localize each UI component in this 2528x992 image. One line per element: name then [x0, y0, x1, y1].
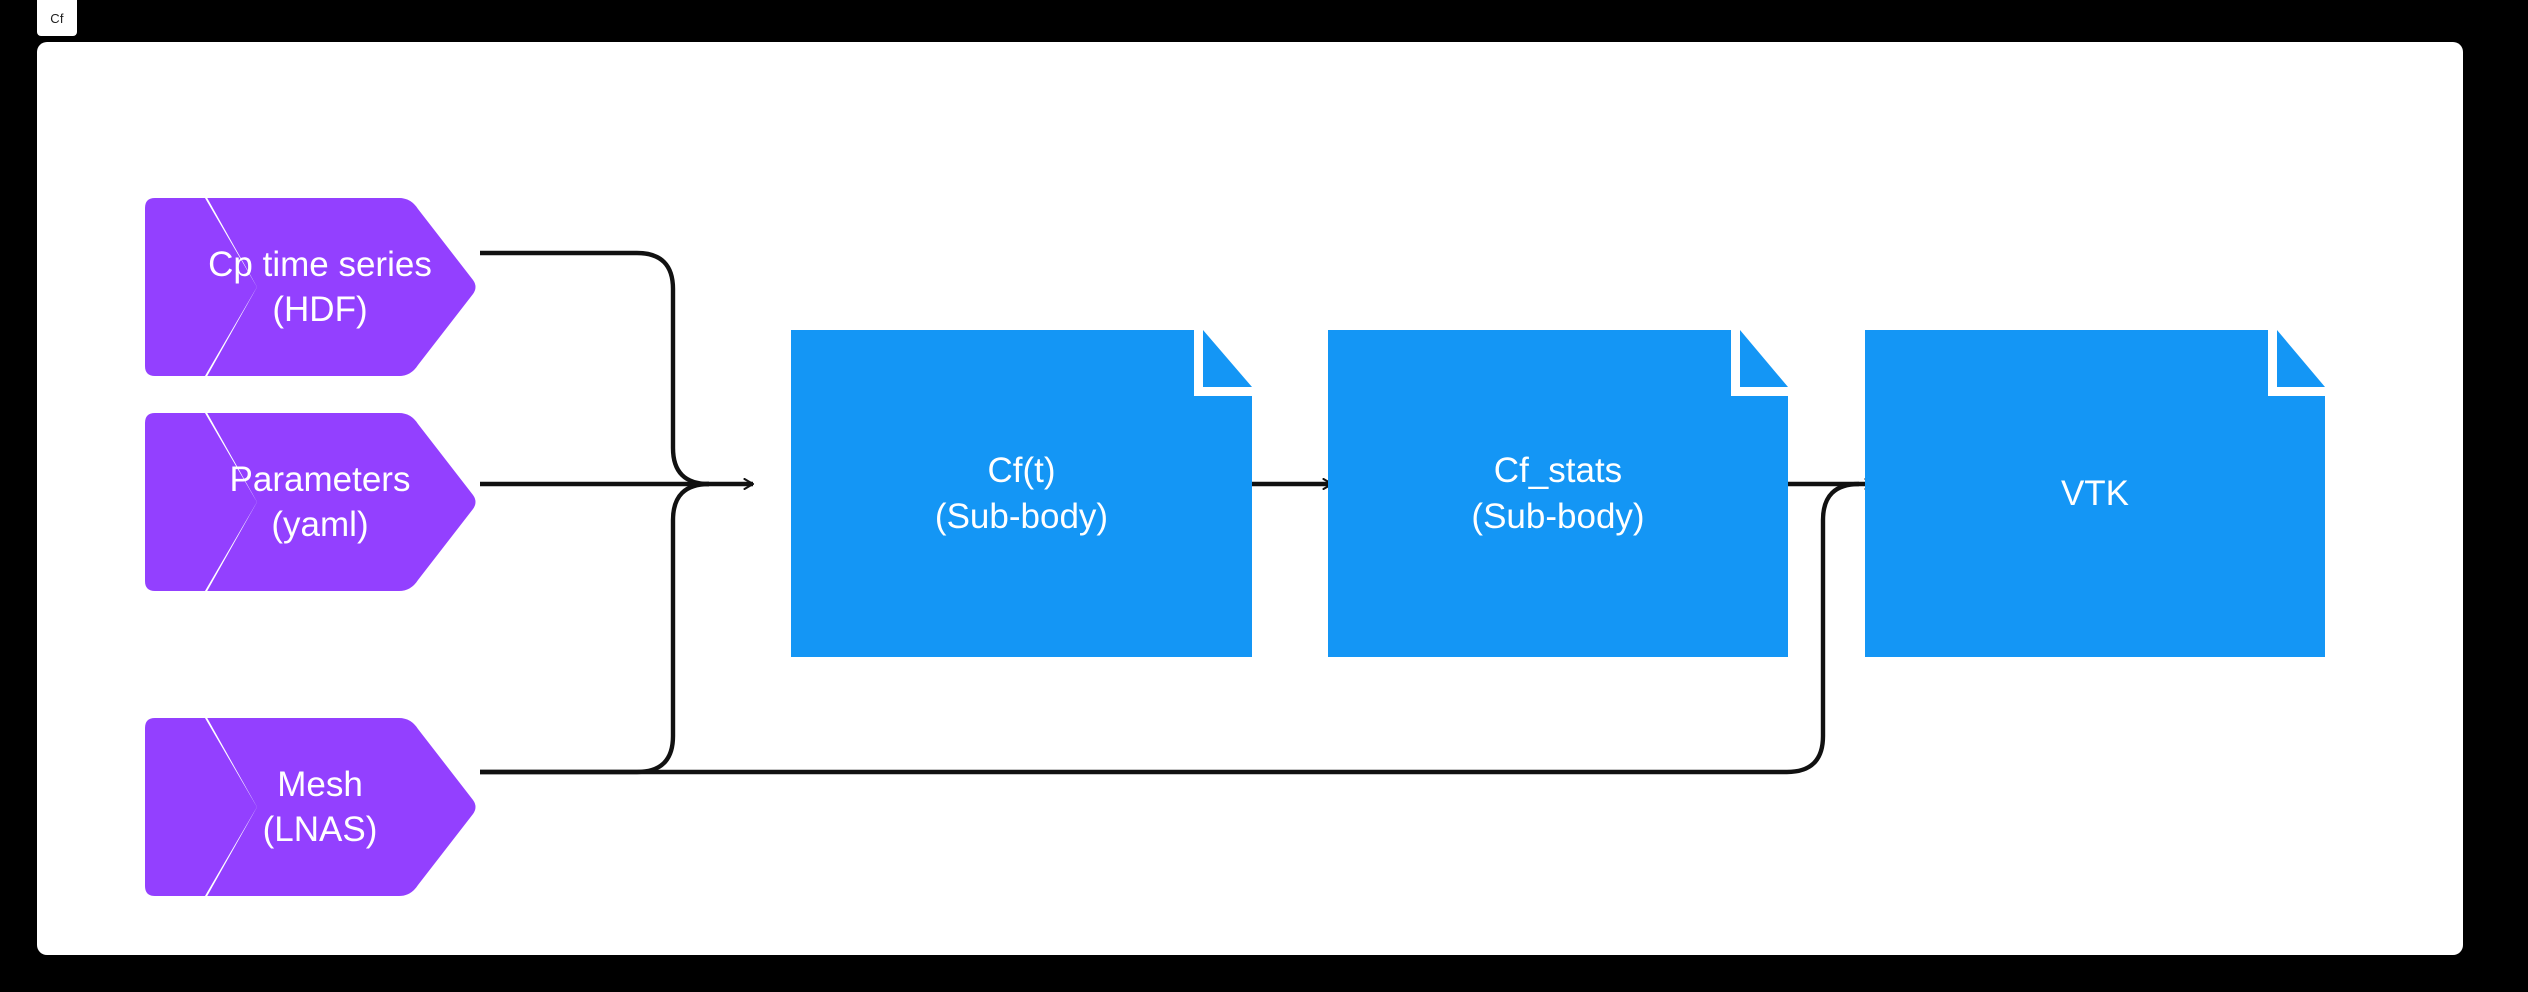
output-nodes — [791, 330, 2325, 657]
diagram-svg — [141, 194, 2325, 900]
diagram-canvas[interactable]: Cp time series (HDF) Parameters (yaml) M… — [37, 42, 2463, 955]
window-tab[interactable]: Cf — [37, 0, 77, 36]
node-cft-shape[interactable] — [791, 330, 1252, 657]
input-nodes — [141, 194, 476, 900]
node-cft-fold — [1203, 330, 1252, 387]
window-tab-label: Cf — [50, 10, 64, 26]
node-mesh-wedge — [145, 718, 257, 896]
node-cfstats-shape[interactable] — [1328, 330, 1788, 657]
edge-layer — [480, 250, 1874, 775]
edge-mesh-to-vtk — [480, 481, 1860, 775]
node-cp-wedge — [145, 198, 257, 376]
node-cfstats-fold — [1740, 330, 1788, 387]
node-vtk-shape[interactable] — [1865, 330, 2325, 657]
edge-mesh-to-cft — [480, 481, 710, 775]
edge-cp-to-cft — [480, 250, 710, 487]
node-vtk-fold — [2277, 330, 2325, 387]
node-params-wedge — [145, 413, 257, 591]
